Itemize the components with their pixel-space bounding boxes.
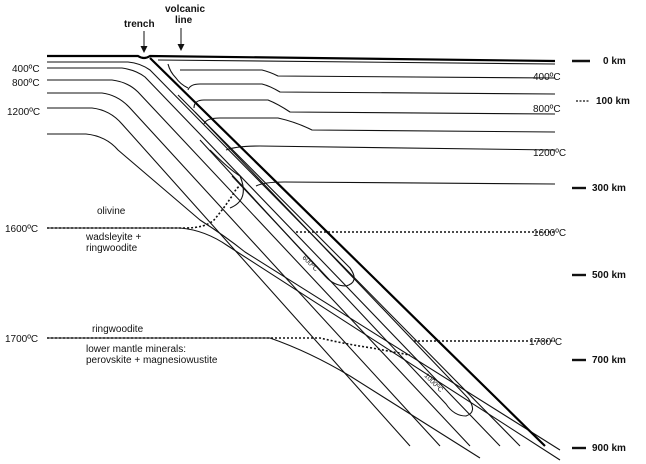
wedge-isotherm-b <box>203 117 556 133</box>
slab-core-loop-2 <box>194 111 474 417</box>
lower-mantle-label-2: perovskite + magnesiowustite <box>86 355 218 366</box>
wedge-isotherm-tip <box>167 63 189 89</box>
wadsleyite-label-1: wadsleyite + <box>85 232 141 243</box>
left-temp-1200: 1200ºC <box>7 107 40 118</box>
trench-arrowhead <box>140 46 148 53</box>
wedge-isotherm-1200 <box>225 145 556 151</box>
surface-line <box>47 54 556 63</box>
volcanic-line-label-1: volcanic <box>165 4 205 15</box>
ringwoodite-label: ringwoodite <box>92 324 144 335</box>
right-temp-1600: 1600ºC <box>533 228 566 239</box>
depth-label-500: 500 km <box>592 270 626 281</box>
slab-isotherm-4 <box>47 92 441 447</box>
slab-isotherm-2 <box>47 67 501 447</box>
depth-label-900: 900 km <box>592 443 626 454</box>
slab-isotherm-3 <box>47 79 471 447</box>
right-temp-1700: 1700ºC <box>529 337 562 348</box>
depth-label-700: 700 km <box>592 355 626 366</box>
left-temp-1600: 1600ºC <box>5 224 38 235</box>
depth-label-300: 300 km <box>592 183 626 194</box>
slab-top <box>149 57 546 447</box>
olivine-transition-left <box>47 183 243 229</box>
trench-label: trench <box>124 19 155 30</box>
left-temp-800: 800ºC <box>12 78 40 89</box>
right-temp-400: 400ºC <box>533 72 561 83</box>
wedge-isotherm-0 <box>157 59 556 65</box>
lower-mantle-transition-left <box>47 337 411 356</box>
wadsleyite-label-2: ringwoodite <box>86 243 138 254</box>
slab-temp-600: 600ºC <box>301 254 320 273</box>
left-temp-400: 400ºC <box>12 64 40 75</box>
slab-isotherm-5 <box>47 107 411 447</box>
volcanic-line-arrowhead <box>177 44 185 51</box>
slab-isotherm-1 <box>47 61 521 447</box>
wedge-isotherm-800 <box>193 99 556 115</box>
lower-mantle-label-1: lower mantle minerals: <box>86 344 186 355</box>
left-temp-1700: 1700ºC <box>5 334 38 345</box>
volcanic-line-label-2: line <box>175 15 193 26</box>
depth-label-0: 0 km <box>603 56 626 67</box>
slab-isotherm-6 <box>47 133 561 451</box>
slab-core-loop-3 <box>209 149 244 209</box>
wedge-isotherm-400 <box>180 69 556 79</box>
right-temp-1200: 1200ºC <box>533 148 566 159</box>
olivine-label: olivine <box>97 206 126 217</box>
slab-isotherm-8 <box>47 337 481 459</box>
wedge-isotherm-c <box>255 181 556 187</box>
wedge-isotherm-a <box>187 83 556 95</box>
depth-label-100: 100 km <box>596 96 630 107</box>
right-temp-800: 800ºC <box>533 104 561 115</box>
